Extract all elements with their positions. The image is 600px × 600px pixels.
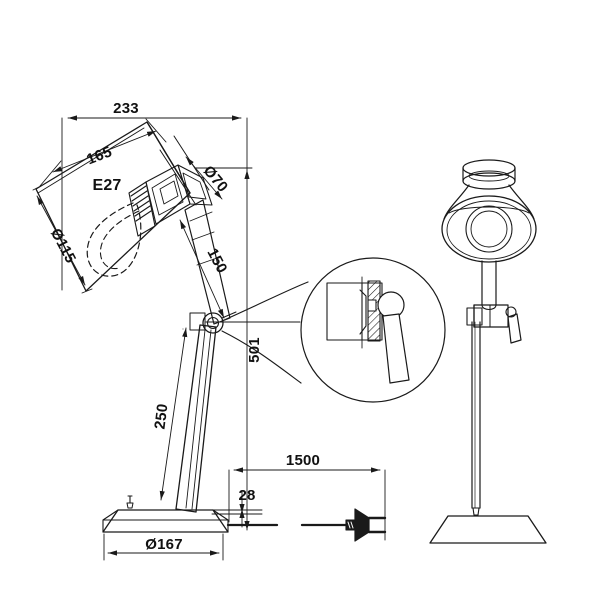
dim-label-233: 233 — [113, 100, 139, 117]
dim-label-28: 28 — [238, 487, 255, 504]
detail-callout-contents — [326, 276, 410, 384]
dim-label-167: Ø167 — [145, 536, 183, 553]
lower-arm — [175, 324, 217, 513]
detail-callout — [221, 257, 446, 403]
dim-label-70: Ø70 — [200, 163, 232, 196]
dimension-1500-group — [228, 467, 386, 541]
dimension-165-group — [39, 118, 167, 187]
upper-arm — [184, 199, 231, 325]
dim-label-501: 501 — [246, 337, 263, 363]
dim-label-150: 150 — [203, 246, 230, 277]
dim-label-165: 165 — [84, 143, 114, 168]
e27-socket-and-bulb — [86, 164, 213, 277]
lamp-shade — [35, 121, 210, 292]
dimension-250-group — [159, 327, 188, 501]
dimension-150-group — [179, 219, 225, 319]
dim-label-e27: E27 — [92, 177, 121, 194]
dim-label-115: Ø115 — [47, 226, 79, 266]
side-view-lamp — [429, 159, 547, 544]
lamp-base — [102, 495, 229, 533]
dim-label-1500: 1500 — [286, 452, 320, 469]
dimension-167-group — [103, 533, 224, 561]
power-cord-and-plug — [226, 508, 387, 542]
dim-label-250: 250 — [152, 403, 172, 431]
